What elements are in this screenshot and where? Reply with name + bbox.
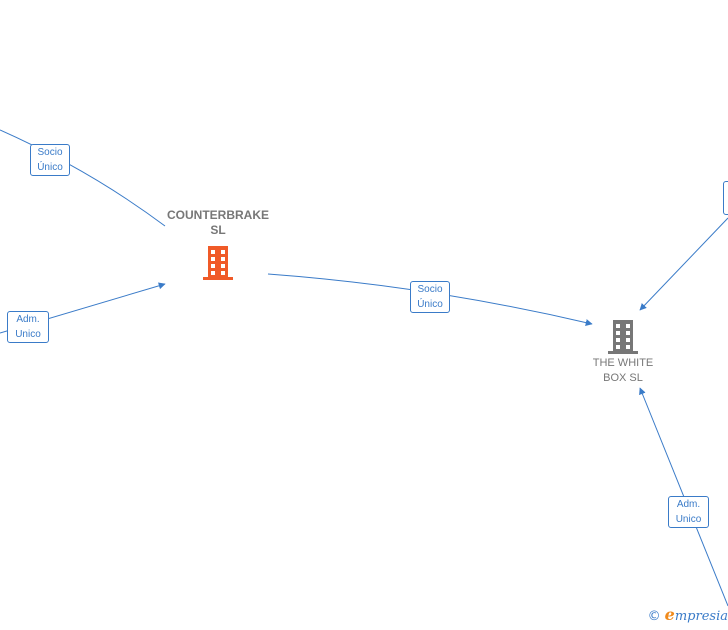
node-counterbrake[interactable]: COUNTERBRAKE SL <box>158 208 278 282</box>
edge-label-line2: Unico <box>15 329 41 340</box>
node-the-white-box[interactable]: THE WHITE BOX SL <box>573 318 673 386</box>
node-name-line1: THE WHITE <box>592 357 654 369</box>
edge-label-line2: Unico <box>675 514 702 525</box>
edge-label-offscreen-right <box>723 181 728 215</box>
edge-label-line1: Adm. <box>16 314 40 325</box>
edge-label-socio-unico-center: Socio Único <box>410 281 450 313</box>
brand-initial: e <box>664 605 675 624</box>
edge-label-line2: Único <box>37 162 63 173</box>
node-name-line2: SL <box>210 223 226 237</box>
node-name-line1: COUNTERBRAKE <box>167 208 269 222</box>
edge-label-line2: Único <box>417 299 443 310</box>
edge-label-adm-unico-bottom-right: Adm. Unico <box>668 496 709 528</box>
building-icon <box>608 320 638 354</box>
edge-label-line1: Socio <box>417 284 443 295</box>
node-name-line2: BOX SL <box>603 372 643 384</box>
edge-top-right <box>639 217 728 311</box>
edge-label-line1: Socio <box>37 147 63 158</box>
brand-name: mpresia <box>674 609 728 624</box>
edge-label-adm-unico-left: Adm. Unico <box>7 311 49 343</box>
copyright-icon: © <box>647 609 661 624</box>
edge-label-line1: Adm. <box>676 499 701 510</box>
empresia-watermark: ©empresia <box>648 605 728 624</box>
building-icon <box>203 246 233 280</box>
edge-socio-unico-top-left <box>0 129 166 227</box>
edge-label-socio-unico-top-left: Socio Único <box>30 144 70 176</box>
